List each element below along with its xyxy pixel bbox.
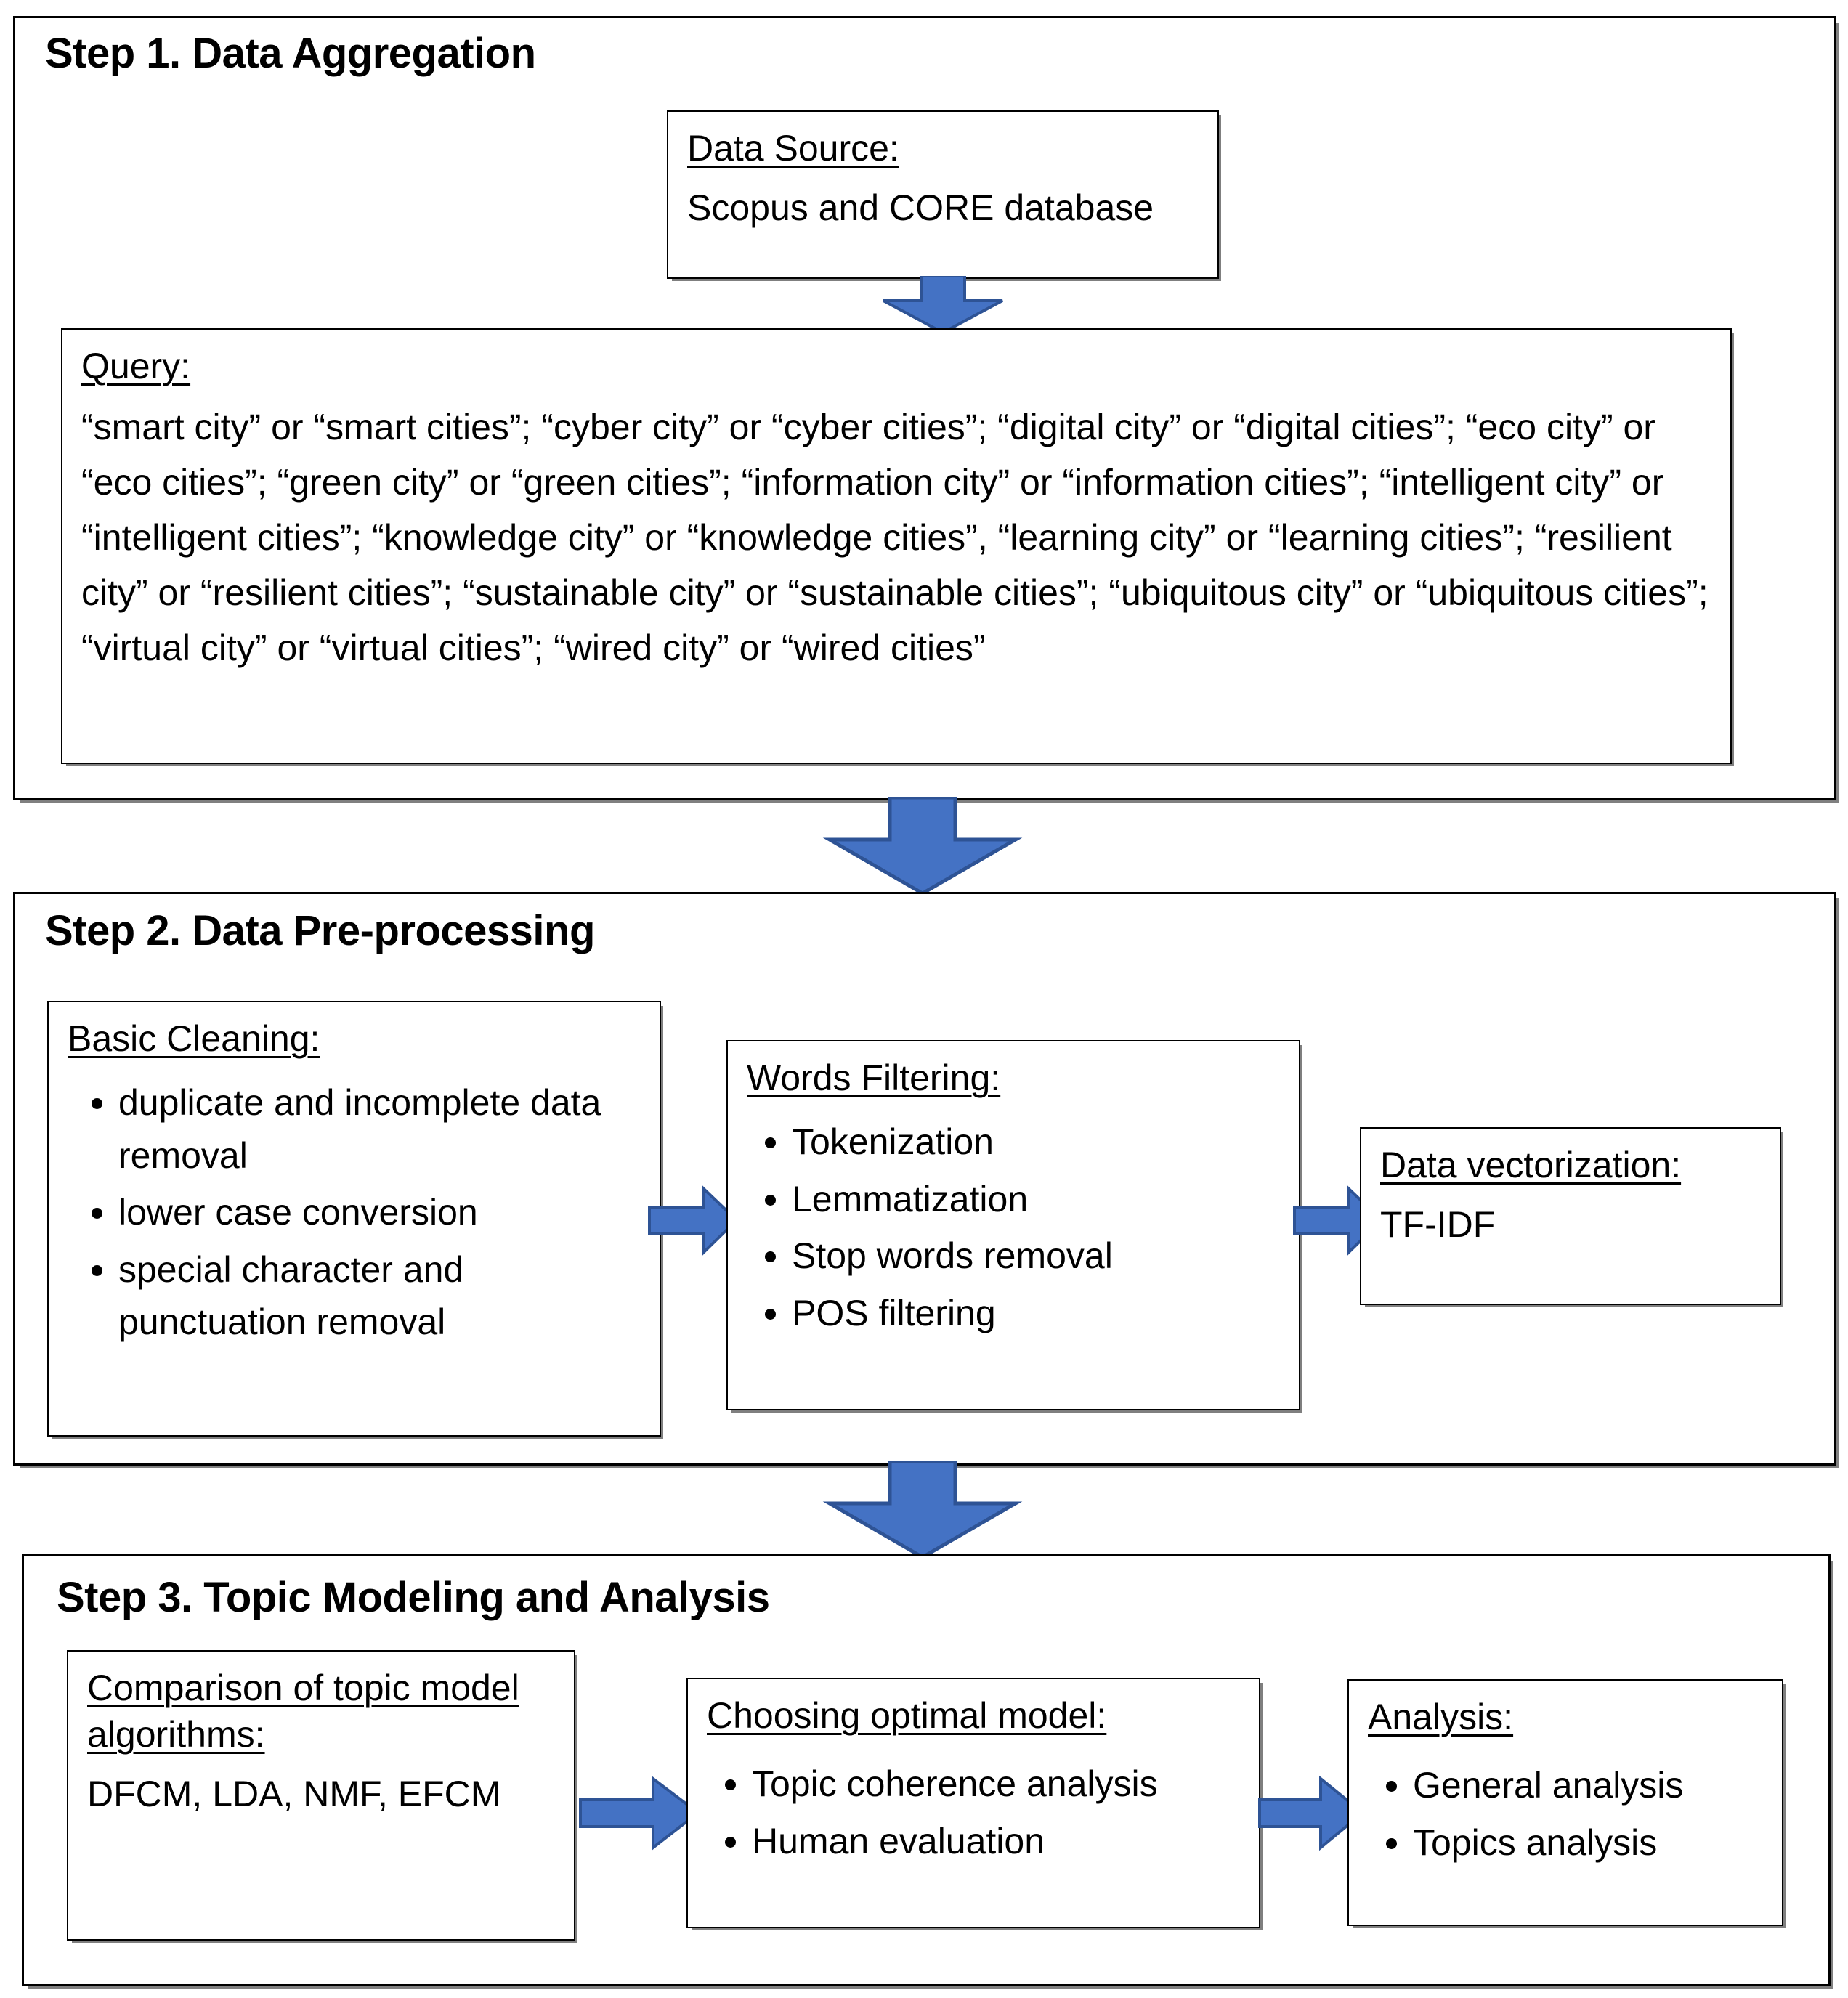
list-item: Lemmatization <box>792 1173 1280 1226</box>
data-vectorization-value: TF-IDF <box>1380 1204 1496 1245</box>
step-3-title: Step 3. Topic Modeling and Analysis <box>57 1574 770 1621</box>
comparison-heading: Comparison of topic model algorithms: <box>87 1668 519 1755</box>
query-heading: Query: <box>81 346 191 386</box>
words-filtering-heading: Words Filtering: <box>747 1057 1001 1098</box>
query-node: Query: “smart city” or “smart cities”; “… <box>61 328 1732 764</box>
data-vectorization-node: Data vectorization: TF-IDF <box>1360 1127 1781 1305</box>
list-item: Human evaluation <box>752 1815 1240 1868</box>
arrow-step2-to-step3 <box>821 1461 1024 1559</box>
optimal-model-heading: Choosing optimal model: <box>707 1695 1107 1736</box>
list-item: duplicate and incomplete data removal <box>118 1076 641 1182</box>
words-filtering-node: Words Filtering: Tokenization Lemmatizat… <box>726 1040 1300 1410</box>
data-source-value: Scopus and CORE database <box>687 187 1154 228</box>
arrow-comparison-to-optimal-model <box>578 1772 701 1853</box>
data-source-node: Data Source: Scopus and CORE database <box>667 110 1219 279</box>
basic-cleaning-node: Basic Cleaning: duplicate and incomplete… <box>47 1001 661 1437</box>
query-text: “smart city” or “smart cities”; “cyber c… <box>81 407 1709 668</box>
list-item: Stop words removal <box>792 1230 1280 1283</box>
optimal-model-list: Topic coherence analysis Human evaluatio… <box>707 1758 1240 1867</box>
analysis-node: Analysis: General analysis Topics analys… <box>1348 1679 1783 1926</box>
arrow-optimal-model-to-analysis <box>1257 1772 1366 1853</box>
step-2-title: Step 2. Data Pre-processing <box>45 907 595 954</box>
list-item: lower case conversion <box>118 1186 641 1239</box>
choosing-optimal-model-node: Choosing optimal model: Topic coherence … <box>686 1678 1260 1928</box>
comparison-of-topic-model-algorithms-node: Comparison of topic model algorithms: DF… <box>67 1650 575 1941</box>
list-item: POS filtering <box>792 1287 1280 1340</box>
arrow-basic-cleaning-to-words-filtering <box>647 1182 739 1259</box>
list-item: Topics analysis <box>1413 1816 1763 1869</box>
basic-cleaning-heading: Basic Cleaning: <box>68 1018 320 1059</box>
data-vectorization-heading: Data vectorization: <box>1380 1145 1682 1185</box>
data-source-heading: Data Source: <box>687 128 899 168</box>
analysis-list: General analysis Topics analysis <box>1368 1759 1763 1869</box>
arrow-step1-to-step2 <box>821 797 1024 896</box>
analysis-heading: Analysis: <box>1368 1697 1514 1737</box>
list-item: Tokenization <box>792 1116 1280 1169</box>
list-item: Topic coherence analysis <box>752 1758 1240 1811</box>
comparison-value: DFCM, LDA, NMF, EFCM <box>87 1774 501 1814</box>
step-1-title: Step 1. Data Aggregation <box>45 30 536 77</box>
arrow-data-source-to-query <box>878 276 1008 334</box>
basic-cleaning-list: duplicate and incomplete data removal lo… <box>68 1076 641 1349</box>
list-item: General analysis <box>1413 1759 1763 1812</box>
words-filtering-list: Tokenization Lemmatization Stop words re… <box>747 1116 1280 1339</box>
list-item: special character and punctuation remova… <box>118 1243 641 1349</box>
